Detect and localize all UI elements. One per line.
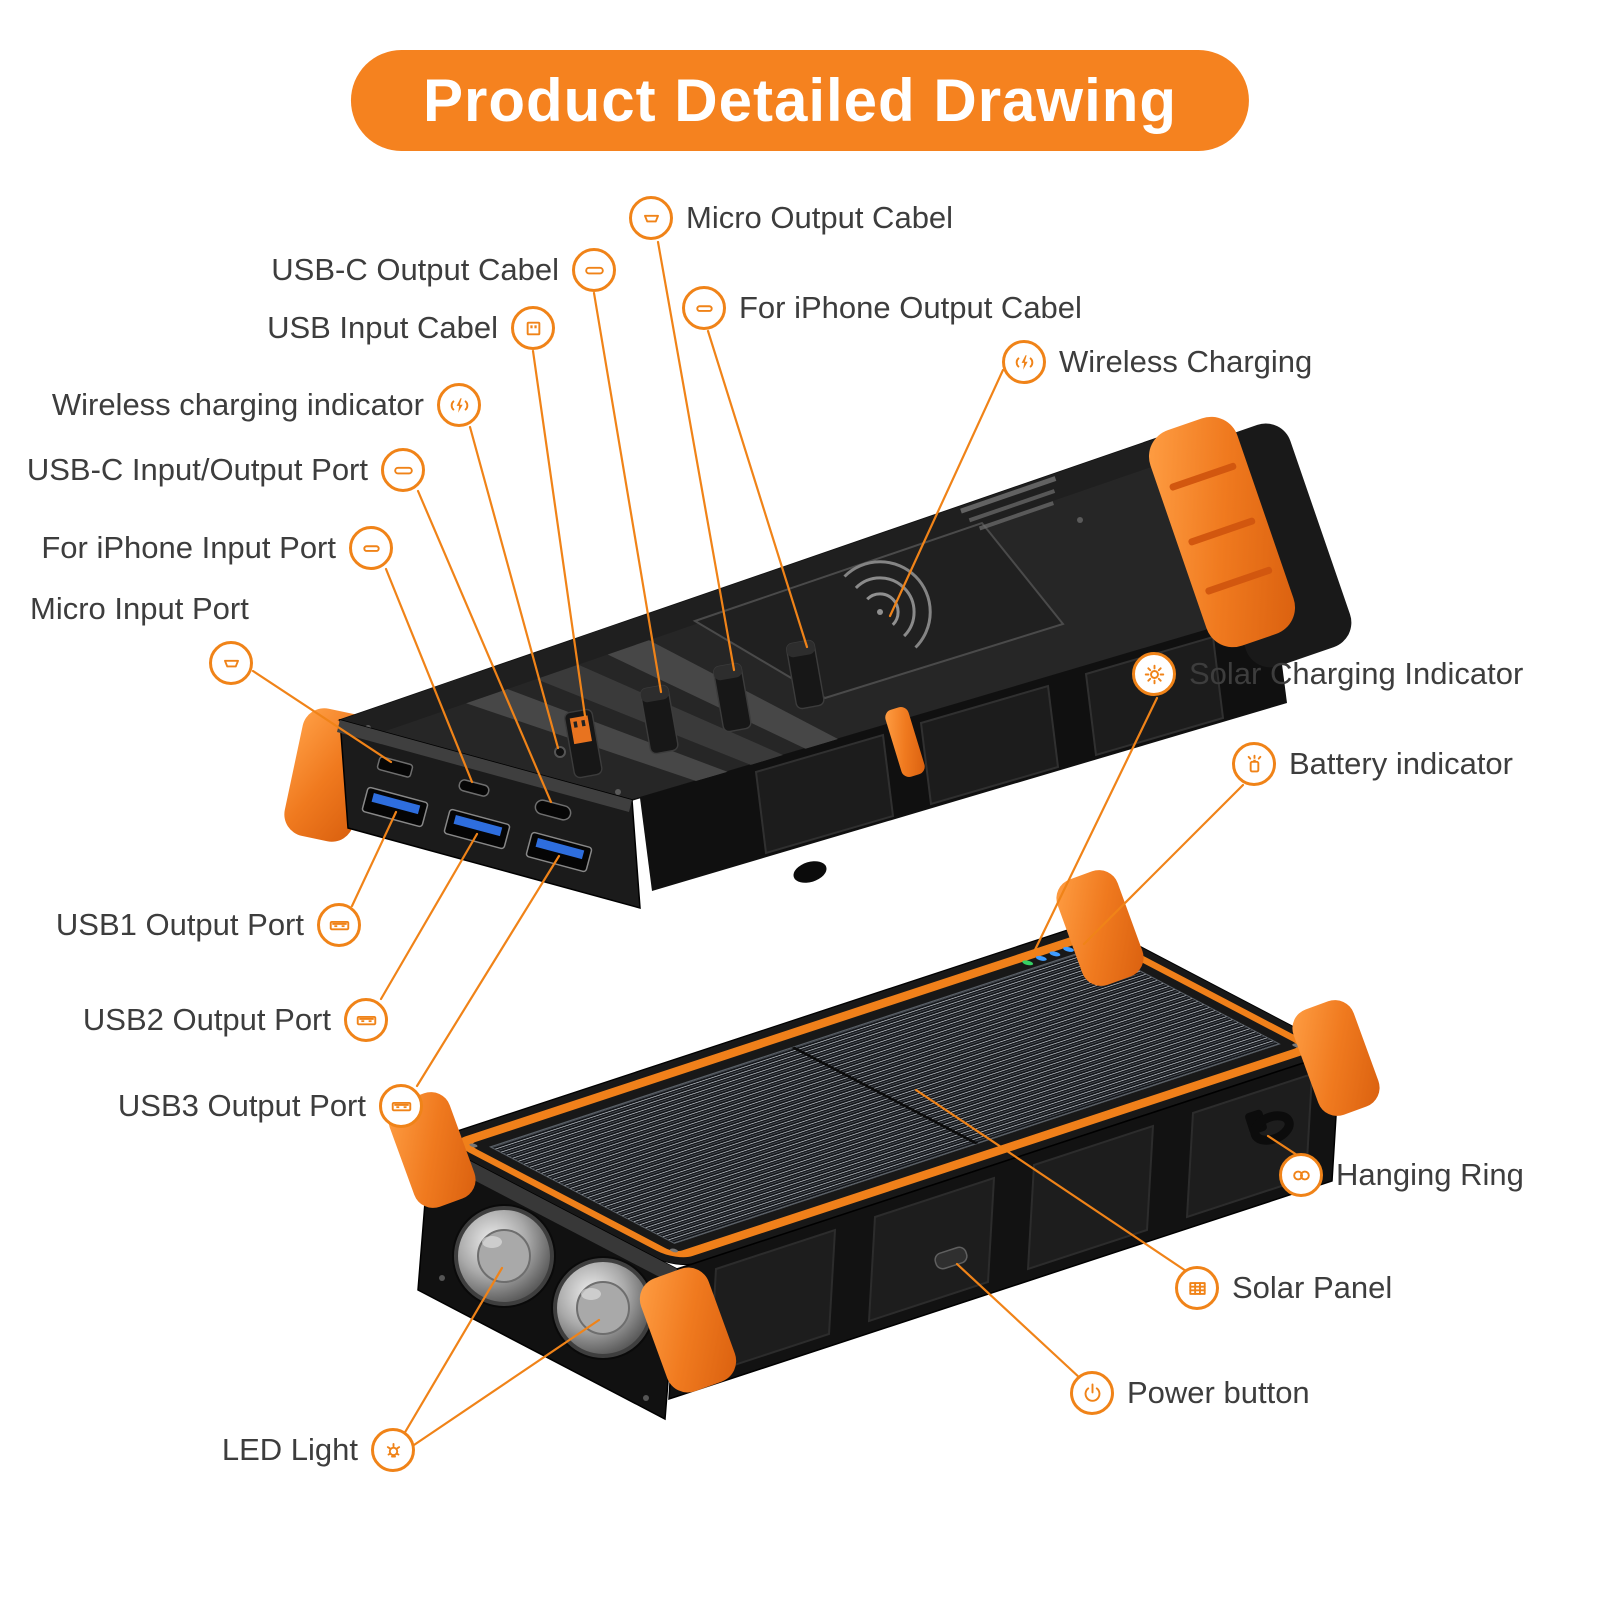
label-solar-panel: Solar Panel	[1175, 1266, 1392, 1310]
page-title: Product Detailed Drawing	[350, 50, 1250, 151]
usb1-output-port-text: USB1 Output Port	[55, 906, 304, 942]
end-face-ports	[337, 718, 641, 910]
micro-port-icon	[209, 641, 253, 685]
label-wireless-charging: Wireless Charging	[1002, 340, 1312, 384]
battery-indicator-text: Battery indicator	[1289, 745, 1513, 781]
micro-output-cabel-text: Micro Output Cabel	[686, 199, 954, 235]
usbc-plug-graphic	[640, 684, 679, 755]
label-battery-indicator: Battery indicator	[1232, 742, 1513, 786]
lightning-cable-icon	[682, 286, 726, 330]
wireless-indicator-led	[554, 746, 566, 758]
spec-text-marks	[960, 476, 1057, 531]
label-solar-charging-indicator: Solar Charging Indicator	[1132, 652, 1523, 696]
label-usb1-output-port: USB1 Output Port	[56, 903, 361, 947]
micro-cable-icon	[629, 196, 673, 240]
wireless-charging-icon	[437, 383, 481, 427]
power-icon	[1070, 1371, 1114, 1415]
usb-a-port-icon	[317, 903, 361, 947]
ring-icon	[1279, 1153, 1323, 1197]
solar-panel-icon	[1175, 1266, 1219, 1310]
usb-a-port-icon	[344, 998, 388, 1042]
wireless-charging-icon	[1002, 340, 1046, 384]
bulb-icon	[371, 1428, 415, 1472]
wireless-charging-indicator-text: Wireless charging indicator	[51, 386, 424, 422]
hanging-ring-graphic	[1245, 1109, 1294, 1145]
label-usb-c-output-cabel: USB-C Output Cabel	[271, 248, 616, 292]
solar-panel-text: Solar Panel	[1232, 1269, 1393, 1305]
usbc-cable-icon	[572, 248, 616, 292]
usb-plug-icon	[511, 306, 555, 350]
label-iphone-input-port: For iPhone Input Port	[41, 526, 393, 570]
label-power-button: Power button	[1070, 1371, 1310, 1415]
hanging-ring-text: Hanging Ring	[1336, 1156, 1524, 1192]
battery-indicator-icon	[1232, 742, 1276, 786]
usb3-output-port-text: USB3 Output Port	[117, 1087, 366, 1123]
label-usb-input-cabel: USB Input Cabel	[267, 306, 555, 350]
lightning-plug-graphic	[786, 639, 825, 710]
led-lens-1	[452, 1204, 556, 1308]
iphone-output-cabel-text: For iPhone Output Cabel	[739, 289, 1082, 325]
usb-input-cabel-text: USB Input Cabel	[267, 309, 498, 345]
label-usb3-output-port: USB3 Output Port	[118, 1084, 423, 1128]
solar-face	[441, 925, 1329, 1266]
label-led-light: LED Light	[222, 1428, 415, 1472]
label-micro-input-port: Micro Input Port	[30, 591, 249, 626]
label-wireless-charging-indicator: Wireless charging indicator	[52, 383, 481, 427]
usb3-port-graphic	[525, 831, 593, 873]
label-iphone-output-cabel: For iPhone Output Cabel	[682, 286, 1082, 330]
solar-charging-indicator-text: Solar Charging Indicator	[1189, 655, 1524, 691]
usb2-output-port-text: USB2 Output Port	[82, 1001, 331, 1037]
usbc-port-icon	[381, 448, 425, 492]
label-usb2-output-port: USB2 Output Port	[83, 998, 388, 1042]
top-device	[284, 416, 1352, 910]
usb-c-output-cabel-text: USB-C Output Cabel	[271, 251, 559, 287]
leader-lines	[251, 240, 1299, 1449]
micro-input-port-text: Micro Input Port	[30, 591, 249, 626]
bottom-device	[388, 870, 1380, 1421]
label-micro-output-cabel: Micro Output Cabel	[629, 196, 953, 240]
power-button-text: Power button	[1127, 1374, 1310, 1410]
label-hanging-ring: Hanging Ring	[1279, 1153, 1524, 1197]
usb-c-io-port-text: USB-C Input/Output Port	[26, 451, 368, 487]
usb-plug-graphic	[564, 708, 603, 779]
micro-input-port-icon-wrap	[209, 641, 253, 685]
label-usb-c-io-port: USB-C Input/Output Port	[27, 448, 425, 492]
usb-a-port-icon	[379, 1084, 423, 1128]
led-light-text: LED Light	[221, 1431, 358, 1467]
wireless-charging-text: Wireless Charging	[1059, 343, 1313, 379]
power-button-graphic	[934, 1246, 968, 1270]
micro-input-port-graphic	[376, 756, 414, 778]
sun-icon	[1132, 652, 1176, 696]
led-lens-2	[551, 1256, 655, 1360]
built-in-cables	[564, 639, 825, 779]
lightning-input-port-graphic	[458, 779, 490, 797]
iphone-input-port-text: For iPhone Input Port	[41, 529, 336, 565]
lightning-port-icon	[349, 526, 393, 570]
right-bumper	[1148, 416, 1296, 648]
micro-plug-graphic	[713, 662, 752, 733]
usbc-io-port-graphic	[534, 799, 572, 821]
